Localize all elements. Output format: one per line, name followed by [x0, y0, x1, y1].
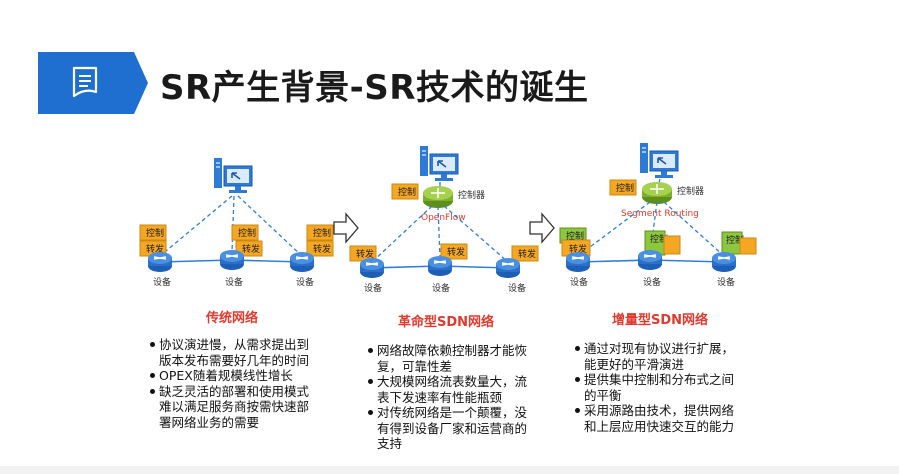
list-item: OPEX随着规模线性增长 — [150, 368, 320, 384]
footer-band — [0, 466, 899, 474]
control-label: 控制 — [313, 227, 331, 239]
protocol-label: OpenFlow — [421, 213, 466, 223]
panel-traditional: 控制 转发 控制 转发 控制 转发 设备 设备 设备 传统网络 — [139, 157, 334, 326]
forward-label: 转发 — [146, 243, 164, 255]
forward-label: 转发 — [356, 248, 374, 260]
header-tab — [38, 52, 130, 114]
controller-label: 控制器 — [458, 189, 485, 201]
router-icon — [565, 251, 591, 273]
list-item: 大规模网络流表数量大，流表下发速率有性能瓶颈 — [368, 374, 528, 405]
bullet-list-revolutionary: 网络故障依赖控制器才能恢复，可靠性差 大规模网络流表数量大，流表下发速率有性能瓶… — [368, 343, 528, 452]
router-icon — [495, 257, 521, 279]
list-item: 提供集中控制和分布式之间的平衡 — [575, 372, 735, 403]
list-item: 协议演进慢，从需求提出到版本发布需要好几年的时间 — [150, 337, 320, 368]
pc-icon — [419, 145, 459, 182]
controller-icon — [641, 181, 673, 205]
device-label: 设备 — [508, 282, 526, 294]
list-item: 对传统网络是一个颠覆，没有得到设备厂家和运营商的支持 — [368, 405, 528, 452]
panel-heading: 增量型SDN网络 — [612, 312, 708, 328]
list-item: 采用源路由技术，提供网络和上层应用快速交互的能力 — [575, 403, 735, 434]
panel-incremental-sdn: 控制 控制器 Segment Routing 控制 转发 控制 控制 设备 设备… — [559, 142, 757, 328]
list-item: 缺乏灵活的部署和使用模式难以满足服务商按需快速部署网络业务的需要 — [150, 384, 320, 431]
panel-revolutionary-sdn: 控制 控制器 OpenFlow 转发 转发 转发 设备 设备 设备 革命型SDN… — [349, 145, 539, 330]
device-label: 设备 — [717, 276, 735, 288]
device-label: 设备 — [296, 276, 314, 288]
device-label: 设备 — [153, 276, 171, 288]
forward-label: 转发 — [242, 243, 260, 255]
forward-label: 转发 — [447, 246, 465, 258]
forward-label: 转发 — [569, 243, 587, 255]
router-icon — [427, 255, 453, 277]
bullet-list-traditional: 协议演进慢，从需求提出到版本发布需要好几年的时间 OPEX随着规模线性增长 缺乏… — [150, 337, 320, 430]
arrow-right-icon — [529, 212, 555, 244]
panel-heading: 传统网络 — [205, 310, 258, 326]
device-label: 设备 — [570, 276, 588, 288]
list-item: 通过对现有协议进行扩展，能更好的平滑演进 — [575, 341, 735, 372]
device-label: 设备 — [225, 276, 243, 288]
page-title: SR产生背景-SR技术的诞生 — [160, 68, 589, 108]
control-label: 控制 — [566, 230, 584, 242]
pc-icon — [213, 157, 253, 194]
router-icon — [147, 251, 173, 273]
document-icon — [72, 66, 98, 98]
arrow-right-icon — [333, 212, 359, 244]
device-label: 设备 — [364, 282, 382, 294]
control-label: 控制 — [398, 186, 416, 198]
controller-label: 控制器 — [677, 185, 704, 197]
control-label: 控制 — [146, 227, 164, 239]
pc-icon — [639, 142, 679, 179]
control-label: 控制 — [616, 182, 634, 194]
router-icon — [219, 249, 245, 271]
list-item: 网络故障依赖控制器才能恢复，可靠性差 — [368, 343, 528, 374]
forward-label: 转发 — [313, 243, 331, 255]
header-chevron — [124, 52, 148, 114]
controller-icon — [422, 185, 454, 209]
panel-heading: 革命型SDN网络 — [398, 314, 494, 330]
router-icon — [359, 257, 385, 279]
forward-label: 转发 — [518, 248, 536, 260]
device-label: 设备 — [643, 276, 661, 288]
device-label: 设备 — [432, 282, 450, 294]
control-label: 控制 — [238, 227, 256, 239]
protocol-label: Segment Routing — [621, 209, 699, 219]
router-icon — [637, 249, 663, 271]
bullet-list-incremental: 通过对现有协议进行扩展，能更好的平滑演进 提供集中控制和分布式之间的平衡 采用源… — [575, 341, 735, 434]
router-icon — [711, 251, 737, 273]
router-icon — [289, 251, 315, 273]
